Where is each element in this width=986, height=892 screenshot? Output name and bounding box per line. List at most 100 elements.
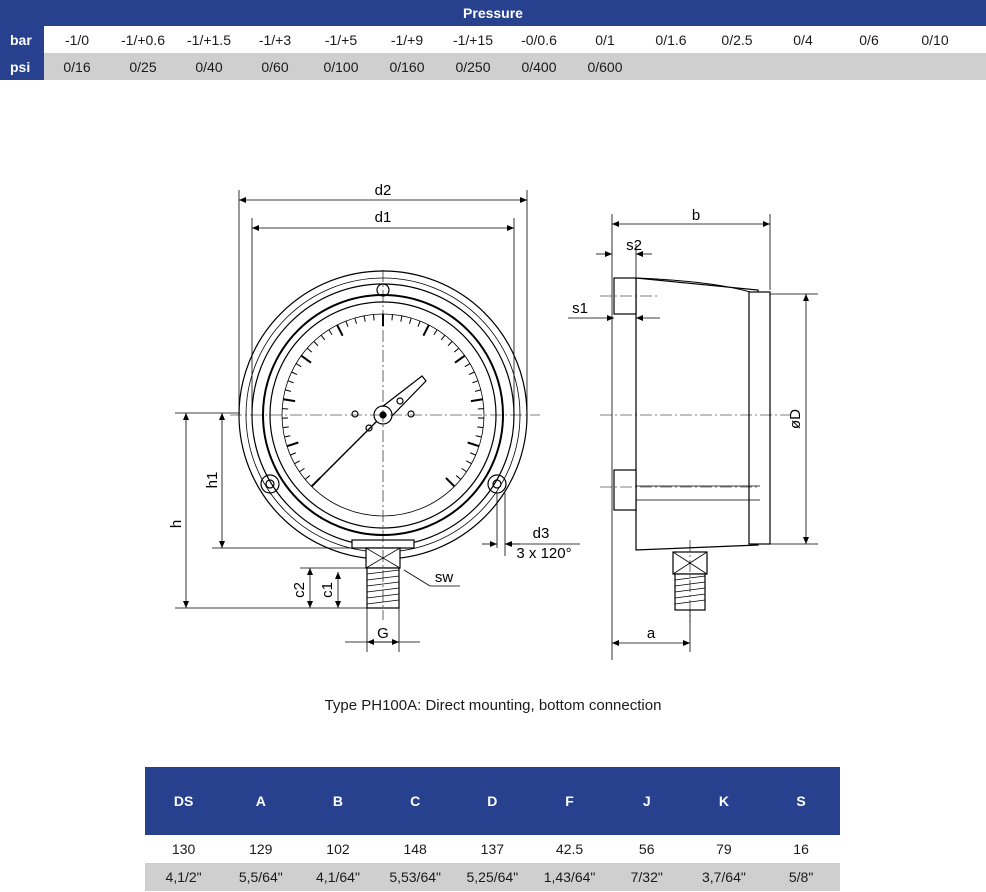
pointer bbox=[317, 414, 384, 481]
table-cell: 5,5/64" bbox=[238, 869, 283, 885]
dial-tick bbox=[313, 341, 319, 347]
dial-tick bbox=[447, 341, 453, 347]
drawing-caption: Type PH100A: Direct mounting, bottom con… bbox=[324, 697, 662, 714]
table-cell: -1/0 bbox=[64, 31, 90, 48]
dial-tick bbox=[468, 371, 475, 376]
pressure-table-title: Pressure bbox=[0, 0, 986, 26]
column-header: D bbox=[487, 793, 498, 809]
dial-tick bbox=[286, 441, 299, 448]
table-cell: 102 bbox=[326, 841, 350, 857]
table-cell: -1/+5 bbox=[324, 31, 358, 48]
label-b: b bbox=[692, 207, 700, 224]
dial-tick bbox=[417, 320, 421, 327]
dial-tick bbox=[354, 317, 357, 324]
pressure-row-psi: psi 0/16 0/25 0/40 0/60 0/100 0/160 0/25… bbox=[0, 53, 986, 80]
dial-tick bbox=[409, 317, 412, 324]
table-cell: 0/1.6 bbox=[655, 31, 687, 48]
label-a: a bbox=[647, 625, 656, 642]
dial-tick bbox=[445, 477, 456, 488]
table-cell: 0/25 bbox=[129, 58, 157, 75]
table-cell: 7/32" bbox=[630, 869, 663, 885]
mounting-hole-right-core bbox=[492, 479, 502, 489]
dial-screw bbox=[365, 424, 373, 432]
table-cell: -1/+3 bbox=[258, 31, 292, 48]
dial-tick bbox=[422, 324, 430, 337]
table-cell: 0/160 bbox=[389, 58, 425, 75]
dial-tick bbox=[455, 475, 462, 480]
center-lines-side bbox=[600, 295, 790, 622]
dial-tick bbox=[464, 363, 471, 368]
label-holes: 3 x 120° bbox=[516, 545, 571, 562]
table-cell: 0/1 bbox=[595, 31, 615, 48]
table-cell: 130 bbox=[171, 841, 196, 857]
table-cell: 3,7/64" bbox=[701, 869, 746, 885]
table-cell: 0/10 bbox=[921, 31, 949, 48]
dial-tick bbox=[461, 467, 467, 473]
table-cell: 16 bbox=[793, 841, 809, 857]
column-header: S bbox=[796, 793, 806, 809]
dial-tick bbox=[299, 467, 305, 473]
table-cell: 0/400 bbox=[521, 58, 557, 75]
row-label: psi bbox=[0, 53, 44, 80]
column-header: C bbox=[410, 793, 421, 809]
table-cell: 4,1/64" bbox=[316, 869, 360, 885]
column-header: A bbox=[255, 793, 266, 809]
pressure-row-bar: bar -1/0 -1/+0.6 -1/+1.5 -1/+3 -1/+5 -1/… bbox=[0, 26, 986, 53]
table-cell: 0/250 bbox=[455, 58, 491, 75]
label-c1: c1 bbox=[319, 582, 336, 598]
column-header: J bbox=[642, 793, 651, 809]
mounting-hole-left bbox=[260, 474, 280, 494]
table-cell: 4,1/2" bbox=[165, 869, 202, 885]
dial-tick bbox=[474, 389, 481, 392]
dial-tick bbox=[304, 475, 311, 480]
table-cell: 0/600 bbox=[587, 58, 623, 75]
label-s1: s1 bbox=[572, 300, 588, 317]
dial-tick bbox=[467, 441, 480, 448]
gauge-side-view bbox=[613, 277, 771, 611]
label-d2: d2 bbox=[375, 182, 392, 199]
dial-tick bbox=[320, 334, 326, 341]
bezel-side bbox=[748, 291, 771, 545]
dial-tick bbox=[294, 460, 300, 465]
dimensions-table-header: DS A B C D F J K S bbox=[145, 767, 840, 835]
dial-tick bbox=[372, 314, 375, 321]
table-cell: 42.5 bbox=[555, 841, 584, 857]
case-body bbox=[635, 277, 759, 551]
table-cell: 5,53/64" bbox=[389, 869, 441, 885]
dimension-lines-side bbox=[568, 214, 818, 660]
table-cell: 0/100 bbox=[323, 58, 359, 75]
dimensions-table: DS A B C D F J K S 130 129 102 148 137 4… bbox=[145, 767, 840, 891]
column-header: DS bbox=[173, 793, 194, 809]
center-lines-front bbox=[230, 270, 540, 620]
dial-tick bbox=[475, 435, 482, 438]
dial-tick bbox=[328, 329, 333, 336]
flange-bottom bbox=[613, 469, 637, 511]
table-cell: 5/8" bbox=[788, 869, 814, 885]
label-s2: s2 bbox=[626, 237, 642, 254]
table-cell: 0/16 bbox=[63, 58, 91, 75]
dial-tick bbox=[336, 324, 344, 337]
dial-tick bbox=[291, 371, 298, 376]
label-h: h bbox=[168, 520, 185, 528]
dial-tick bbox=[400, 315, 403, 322]
table-cell: 56 bbox=[638, 841, 655, 857]
table-row: 4,1/2" 5,5/64" 4,1/64" 5,53/64" 5,25/64"… bbox=[145, 863, 840, 891]
dial-tick bbox=[363, 315, 366, 322]
table-cell: 0/40 bbox=[195, 58, 223, 75]
label-d1: d1 bbox=[375, 209, 392, 226]
table-cell: 0/2.5 bbox=[721, 31, 753, 48]
table-cell: 1,43/64" bbox=[543, 869, 596, 885]
dial-tick bbox=[287, 380, 294, 384]
table-cell: 0/60 bbox=[261, 58, 289, 75]
table-cell: 79 bbox=[716, 841, 732, 857]
dial-tick bbox=[433, 329, 438, 336]
label-d3: d3 bbox=[533, 525, 550, 542]
dial-tick bbox=[283, 398, 296, 403]
label-diameter-D: øD bbox=[787, 409, 804, 429]
table-cell: -1/+0.6 bbox=[121, 31, 165, 48]
table-cell: 0/6 bbox=[859, 31, 879, 48]
dial-tick bbox=[285, 389, 292, 392]
dial-tick bbox=[300, 354, 312, 364]
dial-screw bbox=[351, 410, 359, 418]
dial-tick bbox=[345, 320, 349, 327]
